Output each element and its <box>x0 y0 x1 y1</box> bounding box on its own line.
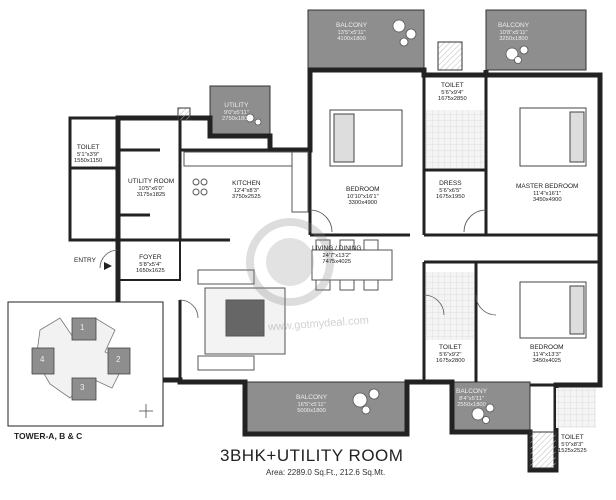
foyer-area <box>117 239 181 281</box>
room-name: KITCHEN <box>232 180 261 187</box>
room-name: UTILITY ROOM <box>128 178 175 185</box>
living-furniture <box>197 239 393 371</box>
room-dim-metric: 1525x2525 <box>558 448 587 455</box>
bed-icons <box>329 107 587 339</box>
room-dim-imperial: 24'7"x13'2" <box>322 252 352 259</box>
room-dim-imperial: 11'4"x13'3" <box>532 351 561 358</box>
room-dim-metric: 3750x2525 <box>232 194 261 201</box>
watermark-logo <box>246 218 334 306</box>
room-dress: DRESS 5'6"x6'5" 1675x1950 <box>436 180 465 201</box>
room-dim-imperial: 11'4"x16'1" <box>533 190 562 197</box>
tower-label: TOWER-A, B & C <box>14 431 83 441</box>
room-dim-imperial: 5'6"x9'4" <box>441 89 464 96</box>
room-toilet-left: TOILET 5'1"x3'9" 1550x1150 <box>74 144 102 165</box>
room-dim-imperial: 10'10"x16'1" <box>346 193 379 200</box>
room-dim-metric: 2550x1800 <box>457 402 486 409</box>
room-bedroom-top: BEDROOM 10'10"x16'1" 3300x4900 <box>346 186 380 207</box>
entry-arrow-icon <box>104 262 112 270</box>
room-utility: UTILITY 9'0"x5'11" 2750x1800 <box>222 102 251 123</box>
room-toilet-top: TOILET 5'6"x9'4" 1675x2850 <box>438 82 467 103</box>
key-plan-tower-2: 2 <box>116 355 121 364</box>
room-name: BEDROOM <box>530 344 564 351</box>
room-name: BALCONY <box>456 388 488 395</box>
room-foyer: FOYER 5'8"x5'4" 1650x1625 <box>136 254 165 275</box>
key-plan-tower-3: 3 <box>80 383 85 392</box>
room-dim-imperial: 13'5"x5'11" <box>337 29 366 36</box>
room-kitchen: KITCHEN 12'4"x8'3" 3750x2525 <box>232 180 261 201</box>
room-name: TOILET <box>441 82 464 89</box>
room-master-bedroom: MASTER BEDROOM 11'4"x16'1" 3450x4900 <box>516 183 578 204</box>
room-dim-imperial: 10'8"x5'11" <box>499 29 528 36</box>
plan-area: Area: 2289.0 Sq.Ft., 212.6 Sq.Mt. <box>266 468 386 477</box>
room-dim-imperial: 5'0"x8'3" <box>561 441 584 448</box>
room-dim-metric: 1675x2850 <box>438 96 467 103</box>
room-balcony-top-right: BALCONY 10'8"x5'11" 3250x1800 <box>498 22 529 43</box>
key-plan-tower-1: 1 <box>80 323 85 332</box>
room-balcony-bottom: BALCONY 16'5"x5'11" 5000x1800 <box>296 394 327 415</box>
room-utility-room: UTILITY ROOM 10'5"x6'0" 3175x1825 <box>128 178 174 199</box>
room-name: UTILITY <box>224 102 249 109</box>
room-dim-metric: 2750x1800 <box>222 116 251 123</box>
room-dim-imperial: 5'6"x9'2" <box>439 351 462 358</box>
toilet-bottom-floor <box>556 388 596 428</box>
plan-title: 3BHK+UTILITY ROOM <box>220 446 404 465</box>
room-dim-metric: 7475x4025 <box>322 259 352 266</box>
room-name: DRESS <box>439 180 462 187</box>
room-dim-metric: 1650x1625 <box>136 268 165 275</box>
key-plan-tower-4: 4 <box>40 355 45 364</box>
plant-pots <box>245 19 529 424</box>
room-name: LIVING / DINING <box>312 245 362 252</box>
room-dim-metric: 4100x1800 <box>337 36 366 43</box>
room-dim-imperial: 5'1"x3'9" <box>77 151 100 158</box>
room-dim-imperial: 16'5"x5'11" <box>297 401 326 408</box>
utility-balcony-area <box>209 85 271 137</box>
room-name: TOILET <box>561 434 584 441</box>
balcony-top-right-area <box>485 9 587 71</box>
room-name: MASTER BEDROOM <box>516 183 579 190</box>
room-name: BEDROOM <box>346 186 380 193</box>
room-dim-imperial: 12'4"x8'3" <box>233 187 260 194</box>
room-dim-imperial: 5'6"x6'5" <box>439 187 462 194</box>
room-dim-metric: 5000x1800 <box>297 408 326 415</box>
balcony-bottom-area <box>244 381 408 435</box>
room-name: BALCONY <box>498 22 530 29</box>
key-plan <box>7 301 164 427</box>
room-bedroom-right: BEDROOM 11'4"x13'3" 3450x4025 <box>530 344 564 365</box>
room-dim-metric: 3450x4900 <box>532 197 562 204</box>
room-living-dining: LIVING / DINING 24'7"x13'2" 7475x4025 <box>312 245 361 266</box>
room-name: BALCONY <box>336 22 368 29</box>
room-toilet-mid: TOILET 5'6"x9'2" 1675x2800 <box>436 344 465 365</box>
shaft-left <box>177 107 191 121</box>
room-dim-imperial: 8'4"x5'11" <box>459 395 484 402</box>
room-name: BALCONY <box>296 394 328 401</box>
doors <box>99 209 497 319</box>
toilet-top-floor <box>426 110 484 168</box>
room-toilet-bottom: TOILET 5'0"x8'3" 1525x2525 <box>558 434 587 455</box>
entry-label: ENTRY <box>74 257 96 264</box>
kitchen-counter <box>183 151 309 213</box>
shaft <box>437 41 463 71</box>
room-dim-imperial: 9'0"x5'11" <box>223 109 249 116</box>
room-name: TOILET <box>76 144 100 151</box>
room-dim-imperial: 10'5"x6'0" <box>138 185 164 192</box>
room-dim-imperial: 5'8"x5'4" <box>139 261 162 268</box>
room-dim-metric: 3175x1825 <box>136 192 166 199</box>
room-balcony-bottom-small: BALCONY 8'4"x5'11" 2550x1800 <box>456 388 487 409</box>
room-dim-metric: 3450x4025 <box>532 358 562 365</box>
room-dim-metric: 1550x1150 <box>74 158 103 165</box>
room-balcony-top-left: BALCONY 13'5"x5'11" 4100x1800 <box>336 22 367 43</box>
room-name: FOYER <box>139 254 162 261</box>
toilet-mid-floor <box>426 272 474 340</box>
room-dim-metric: 1675x1950 <box>436 194 465 201</box>
room-dim-metric: 1675x2800 <box>436 358 465 365</box>
room-dim-metric: 3250x1800 <box>499 36 528 43</box>
compass-icon <box>139 404 153 418</box>
shaft-bottom <box>529 431 557 469</box>
room-name: TOILET <box>439 344 462 351</box>
room-dim-metric: 3300x4900 <box>348 200 378 207</box>
